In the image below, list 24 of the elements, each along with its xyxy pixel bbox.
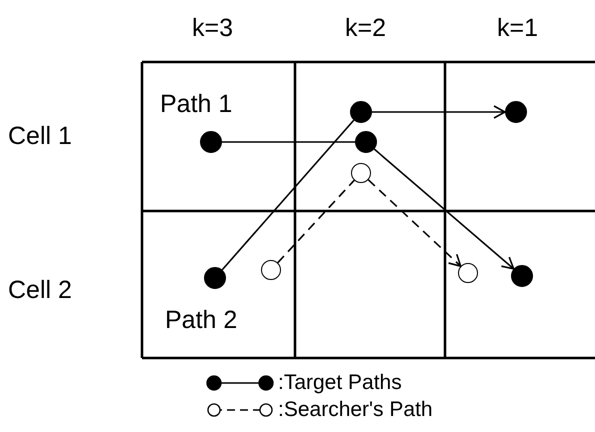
- filled-dot: [505, 101, 527, 123]
- row-header: Cell 1: [8, 124, 72, 149]
- column-header: k=2: [345, 16, 386, 41]
- filled-dot: [204, 267, 226, 289]
- filled-dot: [350, 101, 372, 123]
- path-label: Path 1: [160, 92, 232, 117]
- filled-dot: [511, 265, 533, 287]
- path-label: Path 2: [165, 308, 238, 333]
- connector-line: [277, 180, 355, 264]
- legend-label: :Target Paths: [278, 372, 402, 393]
- open-circle: [261, 260, 281, 280]
- arrow: [368, 179, 462, 267]
- row-header: Cell 2: [8, 278, 72, 303]
- column-header: k=3: [192, 16, 234, 41]
- arrow: [374, 148, 514, 270]
- arrow: [372, 105, 506, 119]
- column-header: k=1: [497, 16, 538, 41]
- open-circle: [458, 263, 478, 283]
- legend-label: :Searcher's Path: [278, 399, 433, 420]
- connector-line: [222, 141, 355, 143]
- filled-dot: [355, 131, 377, 153]
- open-circle: [351, 163, 371, 183]
- filled-dot: [200, 131, 222, 153]
- connector-line: [222, 120, 354, 270]
